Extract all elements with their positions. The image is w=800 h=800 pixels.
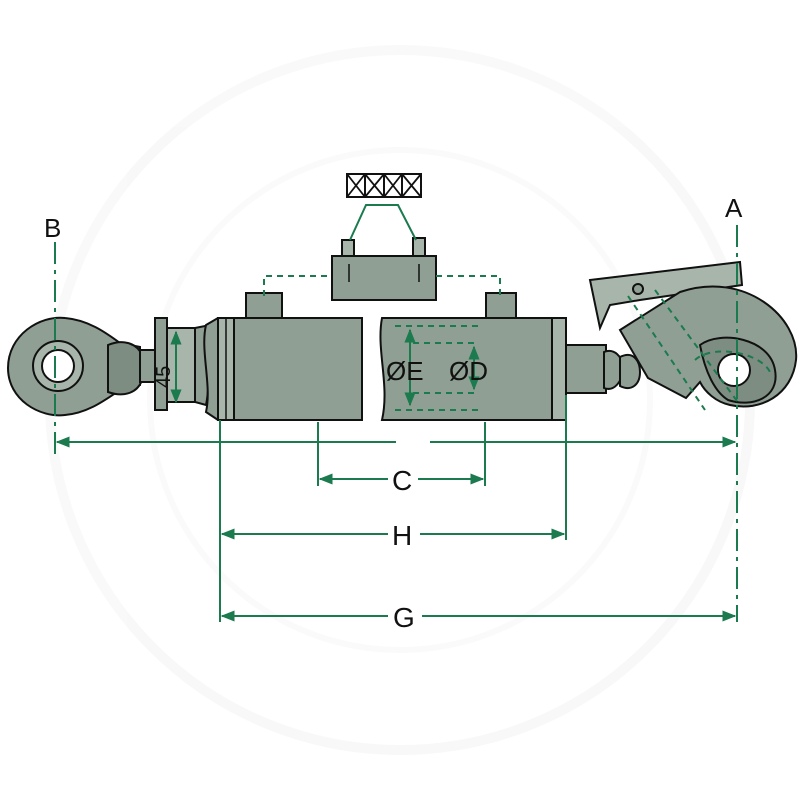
dimension-label-h: H [392, 520, 412, 551]
connector-symbol [346, 173, 422, 198]
angle-dimension: 45 [153, 330, 182, 404]
ball-eye-end-b [6, 316, 156, 417]
dimension-h: H [220, 520, 566, 551]
dimension-label-45: 45 [153, 366, 175, 388]
hydraulic-block [263, 204, 501, 301]
piston-rod [565, 344, 642, 394]
label-b: B [44, 213, 61, 243]
stroke-dimension-c: C [318, 465, 485, 496]
dimension-label-dia-d: ØD [449, 356, 488, 386]
extension-lines [219, 395, 567, 622]
lock-nut [154, 317, 212, 411]
bore-dimensions: ØE ØD [386, 325, 488, 411]
dimension-label-g: G [393, 602, 415, 633]
label-a: A [725, 193, 743, 223]
dimension-g: G [220, 602, 737, 633]
dimension-label-dia-e: ØE [386, 356, 424, 386]
center-lines: B A [44, 193, 743, 622]
cylinder-left [203, 292, 363, 421]
hook-end-a [588, 260, 798, 411]
dimension-label-c: C [392, 465, 412, 496]
